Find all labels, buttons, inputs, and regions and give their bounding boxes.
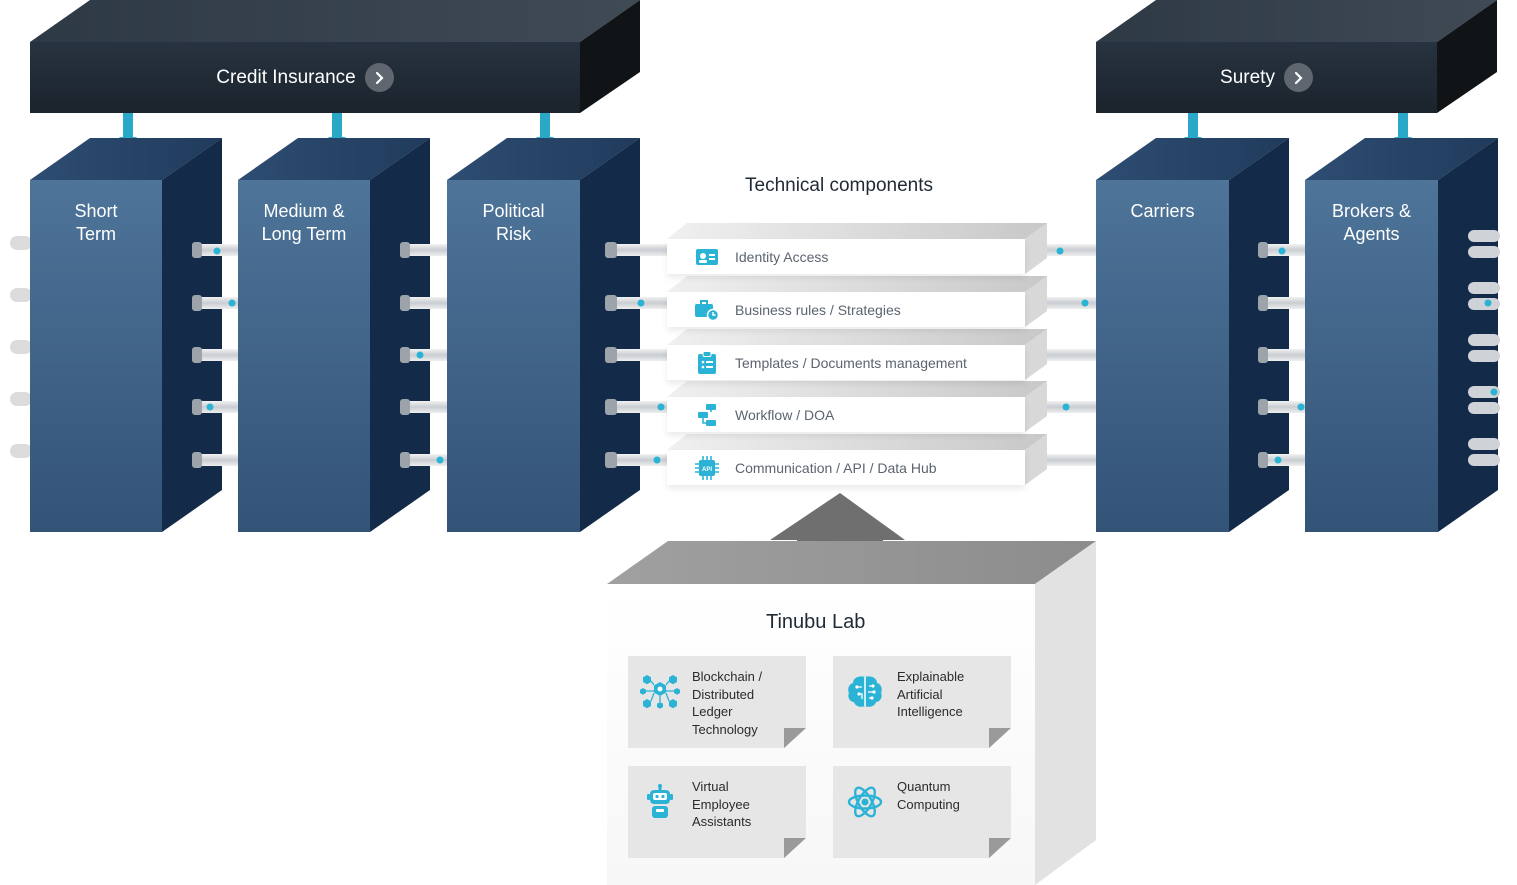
tech-row-label: Templates / Documents management	[735, 354, 967, 371]
blockchain-icon	[638, 670, 682, 714]
column-carriers: Carriers	[1096, 180, 1229, 532]
lab-box-side	[1035, 541, 1096, 885]
lab-card-text: Blockchain / Distributed Ledger Technolo…	[692, 669, 763, 737]
surety-header-top	[1096, 0, 1497, 42]
column-label: Brokers & Agents	[1331, 201, 1412, 244]
credit-header-side	[580, 0, 640, 113]
workflow-icon	[694, 402, 720, 428]
credit-insurance-header[interactable]: Credit Insurance	[30, 42, 580, 113]
tech-row-business-rules: Business rules / Strategies	[667, 292, 1025, 327]
column-label: Carriers	[1130, 201, 1195, 221]
robot-icon	[638, 780, 682, 824]
technical-components-title: Technical components	[745, 175, 933, 196]
column-brokers-agents: Brokers & Agents	[1305, 180, 1438, 532]
lab-card-explainable-ai: Explainable Artificial Intelligence	[833, 656, 1011, 748]
tech-row-identity-access: Identity Access	[667, 239, 1025, 274]
column-short-term: Short Term	[30, 180, 162, 532]
tech-band-tops	[667, 223, 1047, 485]
api-chip-icon: API	[694, 455, 720, 481]
column-political-risk: Political Risk	[447, 180, 580, 532]
tech-row-label: Workflow / DOA	[735, 406, 835, 423]
chevron-right-icon[interactable]	[364, 63, 394, 92]
tech-row-templates-documents: Templates / Documents management	[667, 345, 1025, 380]
column-label: Political Risk	[482, 201, 545, 244]
lab-card-quantum-computing: Quantum Computing	[833, 766, 1011, 858]
tech-row-label: Business rules / Strategies	[735, 301, 901, 318]
svg-text:API: API	[702, 467, 712, 473]
tech-row-workflow-doa: Workflow / DOA	[667, 397, 1025, 432]
column-tops	[30, 138, 1498, 532]
column-label: Short Term	[74, 201, 118, 244]
id-card-icon	[694, 244, 720, 270]
clipboard-list-icon	[694, 350, 720, 376]
tech-row-label: Communication / API / Data Hub	[735, 459, 937, 476]
lab-card-text: Explainable Artificial Intelligence	[897, 669, 965, 719]
atom-icon	[843, 780, 887, 824]
surety-label: Surety	[1220, 66, 1275, 88]
tech-row-communication-api: API Communication / API / Data Hub	[667, 450, 1025, 485]
surety-header[interactable]: Surety	[1096, 42, 1437, 113]
lab-card-text: Quantum Computing	[897, 779, 960, 812]
credit-insurance-label: Credit Insurance	[216, 66, 356, 88]
tech-row-label: Identity Access	[735, 248, 829, 265]
column-medium-long-term: Medium & Long Term	[238, 180, 370, 532]
lab-card-text: Virtual Employee Assistants	[692, 779, 752, 829]
briefcase-clock-icon	[694, 297, 720, 323]
pipe-connectors	[10, 230, 1500, 468]
lab-card-virtual-assistants: Virtual Employee Assistants	[628, 766, 806, 858]
credit-header-top	[30, 0, 640, 42]
chevron-right-icon[interactable]	[1283, 63, 1313, 92]
brain-icon	[843, 670, 887, 714]
tinubu-lab-title: Tinubu Lab	[766, 611, 866, 633]
column-label: Medium & Long Term	[261, 201, 347, 244]
surety-header-side	[1437, 0, 1497, 113]
lab-card-blockchain: Blockchain / Distributed Ledger Technolo…	[628, 656, 806, 748]
lab-box-top	[607, 541, 1096, 584]
